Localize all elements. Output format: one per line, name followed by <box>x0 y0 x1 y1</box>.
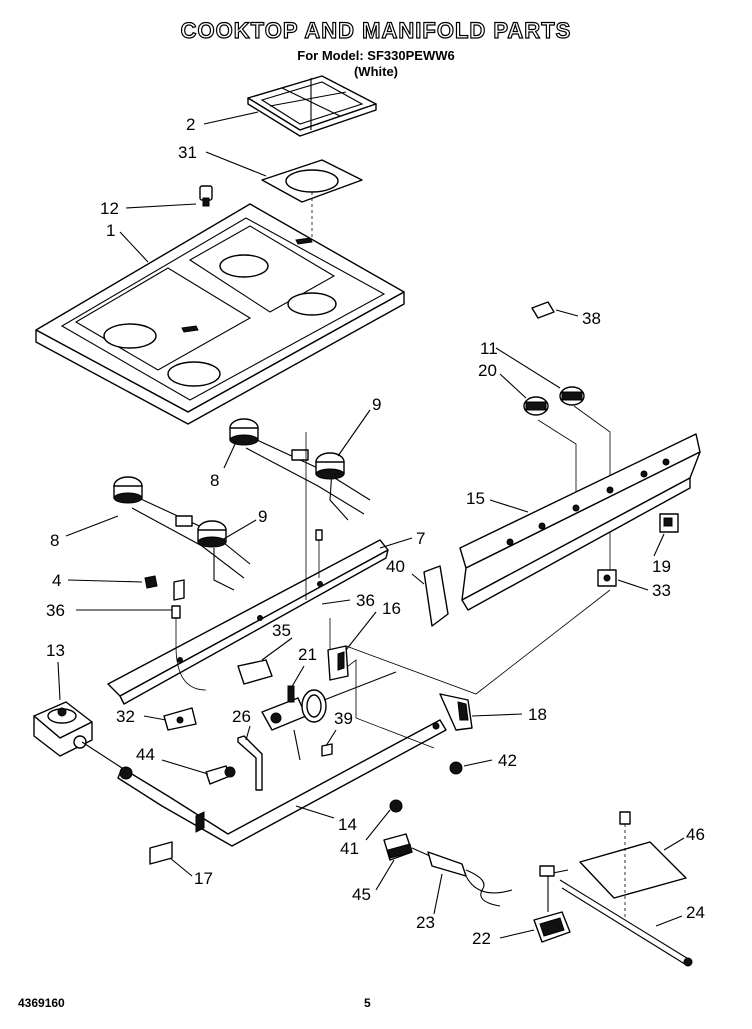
callout-4: 4 <box>52 571 61 590</box>
callout-32: 32 <box>116 707 135 726</box>
callout-36-left: 36 <box>46 601 65 620</box>
callout-13: 13 <box>46 641 65 660</box>
valve-assembly <box>205 618 435 791</box>
callout-16: 16 <box>382 599 401 618</box>
grate-part <box>247 75 377 137</box>
callout-40: 40 <box>386 557 405 576</box>
front-burner-assembly <box>113 476 251 591</box>
callout-36-right: 36 <box>356 591 375 610</box>
callout-38: 38 <box>582 309 601 328</box>
callout-8-rear: 8 <box>210 471 219 490</box>
bracket-parts <box>327 645 473 731</box>
callout-1: 1 <box>106 221 115 240</box>
callout-22: 22 <box>472 929 491 948</box>
callout-26: 26 <box>232 707 251 726</box>
panel-leader <box>345 532 611 695</box>
color-subtitle: (White) <box>353 64 399 79</box>
cooktop-part <box>35 203 405 425</box>
callout-18: 18 <box>528 705 547 724</box>
callout-45: 45 <box>352 885 371 904</box>
clip-part <box>531 301 555 319</box>
ignition-module-part <box>383 833 513 907</box>
callout-44: 44 <box>136 745 155 764</box>
callout-21: 21 <box>298 645 317 664</box>
switch-part <box>659 513 679 533</box>
page-number: 5 <box>364 996 371 1010</box>
manifold-pipe-part <box>81 719 447 847</box>
callout-41: 41 <box>340 839 359 858</box>
small-parts <box>144 432 323 731</box>
callout-24: 24 <box>686 903 705 922</box>
callout-14: 14 <box>338 815 357 834</box>
callout-11: 11 <box>480 339 498 358</box>
callout-9-rear: 9 <box>372 395 381 414</box>
callout-17: 17 <box>194 869 213 888</box>
callout-23: 23 <box>416 913 435 932</box>
lower-bracket-part <box>149 841 173 865</box>
leader-lines <box>57 111 685 939</box>
drip-ring-part <box>261 159 363 203</box>
callout-12: 12 <box>100 199 119 218</box>
wire-and-shield-part <box>559 811 693 967</box>
spark-module-part <box>533 865 571 943</box>
bracket-part <box>423 565 449 627</box>
regulator-part <box>33 701 93 757</box>
igniter-part <box>199 185 213 207</box>
control-panel-part <box>459 433 701 611</box>
callout-31: 31 <box>178 143 197 162</box>
callout-33: 33 <box>652 581 671 600</box>
callout-19: 19 <box>652 557 671 576</box>
screw-parts <box>389 761 463 813</box>
callout-2: 2 <box>186 115 195 134</box>
block-part <box>597 569 617 587</box>
knob-parts <box>523 386 585 416</box>
callout-15: 15 <box>466 489 485 508</box>
burner-base-part <box>107 539 389 705</box>
callout-46: 46 <box>686 825 705 844</box>
callout-42: 42 <box>498 751 517 770</box>
document-number: 4369160 <box>18 996 65 1010</box>
callout-35: 35 <box>272 621 291 640</box>
callout-8-front: 8 <box>50 531 59 550</box>
rear-burner-assembly <box>229 418 371 521</box>
callout-labels: 2 31 12 1 38 11 20 9 8 15 9 19 8 7 40 4 … <box>46 115 705 948</box>
knob-leader <box>537 405 611 506</box>
callout-39: 39 <box>334 709 353 728</box>
page-title: COOKTOP AND MANIFOLD PARTS <box>180 17 572 43</box>
callout-9-front: 9 <box>258 507 267 526</box>
callout-7: 7 <box>416 529 425 548</box>
callout-20: 20 <box>478 361 497 380</box>
model-subtitle: For Model: SF330PEWW6 <box>297 48 455 63</box>
